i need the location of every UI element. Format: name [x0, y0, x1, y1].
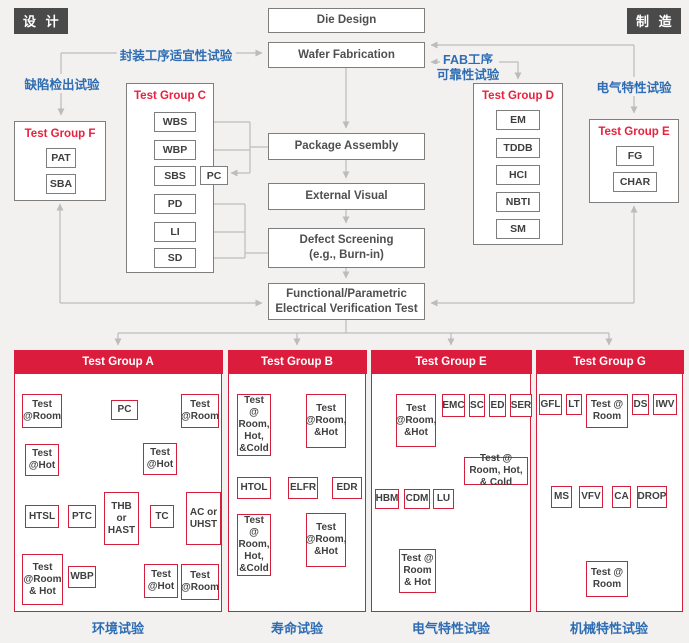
node-b-rh-bottom: Test @Room, &Hot — [306, 513, 346, 567]
node-a-wbp: WBP — [68, 566, 96, 588]
manufacture-badge: 制 造 — [627, 8, 681, 34]
node-a-htsl: HTSL — [25, 505, 59, 528]
node-a-room-hot: Test @Room & Hot — [22, 554, 63, 605]
node-g-gfl: GFL — [539, 394, 562, 415]
node-a-thb-hast: THB or HAST — [104, 492, 139, 545]
defect-screening-line1: Defect Screening — [299, 234, 394, 247]
item-li: LI — [154, 222, 196, 242]
item-char: CHAR — [613, 172, 657, 192]
node-a-hot-bottom: Test @Hot — [144, 564, 178, 598]
node-a-hot-left: Test @Hot — [25, 444, 59, 476]
node-a-room-br: Test @Room — [181, 564, 219, 600]
external-visual-box: External Visual — [268, 183, 425, 210]
node-a-ac-uhst: AC or UHST — [186, 492, 221, 545]
node-b-rh-top: Test @Room, &Hot — [306, 394, 346, 448]
design-badge: 设 计 — [14, 8, 68, 34]
panel-b-header: Test Group B — [227, 349, 367, 374]
node-e-rh-top: Test @Room, &Hot — [396, 394, 436, 447]
node-a-ptc: PTC — [68, 505, 96, 528]
panel-e-header: Test Group E — [370, 349, 532, 374]
node-b-rhc-top: Test @ Room, Hot, &Cold — [237, 394, 271, 456]
node-g-vfv: VFV — [579, 486, 603, 508]
node-g-ds: DS — [632, 394, 649, 415]
functional-test-box: Functional/Parametric Electrical Verific… — [268, 283, 425, 320]
node-e-ed: ED — [489, 394, 506, 417]
package-suitability-label: 封装工序适宜性试验 — [116, 45, 236, 64]
node-a-room-tr: Test @Room — [181, 394, 219, 428]
panel-a-header: Test Group A — [13, 349, 223, 374]
node-g-lt: LT — [566, 394, 582, 415]
wafer-fabrication-box: Wafer Fabrication — [268, 42, 425, 68]
node-g-iwv: IWV — [653, 394, 677, 415]
item-sm: SM — [496, 219, 540, 239]
defect-screening-box: Defect Screening (e.g., Burn-in) — [268, 228, 425, 268]
node-g-drop: DROP — [637, 486, 667, 508]
item-sba: SBA — [46, 174, 76, 194]
panel-g-caption: 机械特性试验 — [569, 621, 649, 636]
item-sbs: SBS — [154, 166, 196, 186]
node-b-elfr: ELFR — [288, 477, 318, 499]
panel-g-header: Test Group G — [535, 349, 684, 374]
node-a-room-tl: Test @Room — [22, 394, 62, 428]
item-pd: PD — [154, 194, 196, 214]
group-e-top-title: Test Group E — [598, 126, 670, 138]
node-e-cdm: CDM — [404, 489, 430, 509]
node-e-rh-bottom: Test @ Room & Hot — [399, 549, 436, 593]
item-hci: HCI — [496, 165, 540, 185]
item-wbp: WBP — [154, 140, 196, 160]
die-design-box: Die Design — [268, 8, 425, 33]
node-g-room-bottom: Test @ Room — [586, 561, 628, 597]
node-e-rhc: Test @ Room, Hot, & Cold — [464, 453, 528, 488]
node-e-emc: EMC — [442, 394, 465, 417]
functional-test-line1: Functional/Parametric — [286, 287, 407, 300]
panel-b-caption: 寿命试验 — [270, 621, 324, 636]
fab-reliability-label-line2: 可靠性试验 — [433, 64, 503, 83]
node-b-htol: HTOL — [237, 477, 271, 499]
defect-screening-line2: (e.g., Burn-in) — [309, 249, 384, 261]
group-f-title: Test Group F — [24, 128, 96, 140]
panel-a-caption: 环境试验 — [91, 621, 145, 636]
panel-e-caption: 电气特性试验 — [411, 621, 491, 636]
node-e-lu: LU — [433, 489, 454, 509]
package-assembly-box: Package Assembly — [268, 133, 425, 160]
group-c-title: Test Group C — [134, 90, 206, 102]
item-em: EM — [496, 110, 540, 130]
node-b-rhc-bottom: Test @ Room, Hot, &Cold — [237, 514, 271, 576]
node-e-hbm: HBM — [375, 489, 399, 509]
item-sd: SD — [154, 248, 196, 268]
node-g-ca: CA — [612, 486, 631, 508]
item-fg: FG — [616, 146, 654, 166]
defect-detection-label: 缺陷检出试验 — [21, 74, 103, 93]
node-g-room-top: Test @ Room — [586, 394, 628, 428]
pc-box: PC — [200, 166, 228, 185]
item-pat: PAT — [46, 148, 76, 168]
functional-test-line2: Electrical Verification Test — [275, 302, 418, 315]
node-g-ms: MS — [551, 486, 572, 508]
item-wbs: WBS — [154, 112, 196, 132]
node-e-sc: SC — [469, 394, 485, 417]
electrical-characteristics-label: 电气特性试验 — [593, 77, 675, 96]
group-d-title: Test Group D — [482, 90, 554, 102]
node-a-pc: PC — [111, 400, 138, 420]
fab-reliability-label-line1: FAB工序 — [439, 49, 497, 68]
item-nbti: NBTI — [496, 192, 540, 212]
item-tddb: TDDB — [496, 138, 540, 158]
node-a-hot-mid: Test @Hot — [143, 443, 177, 475]
node-e-ser: SER — [510, 394, 532, 417]
node-b-edr: EDR — [332, 477, 362, 499]
node-a-tc: TC — [150, 505, 174, 528]
